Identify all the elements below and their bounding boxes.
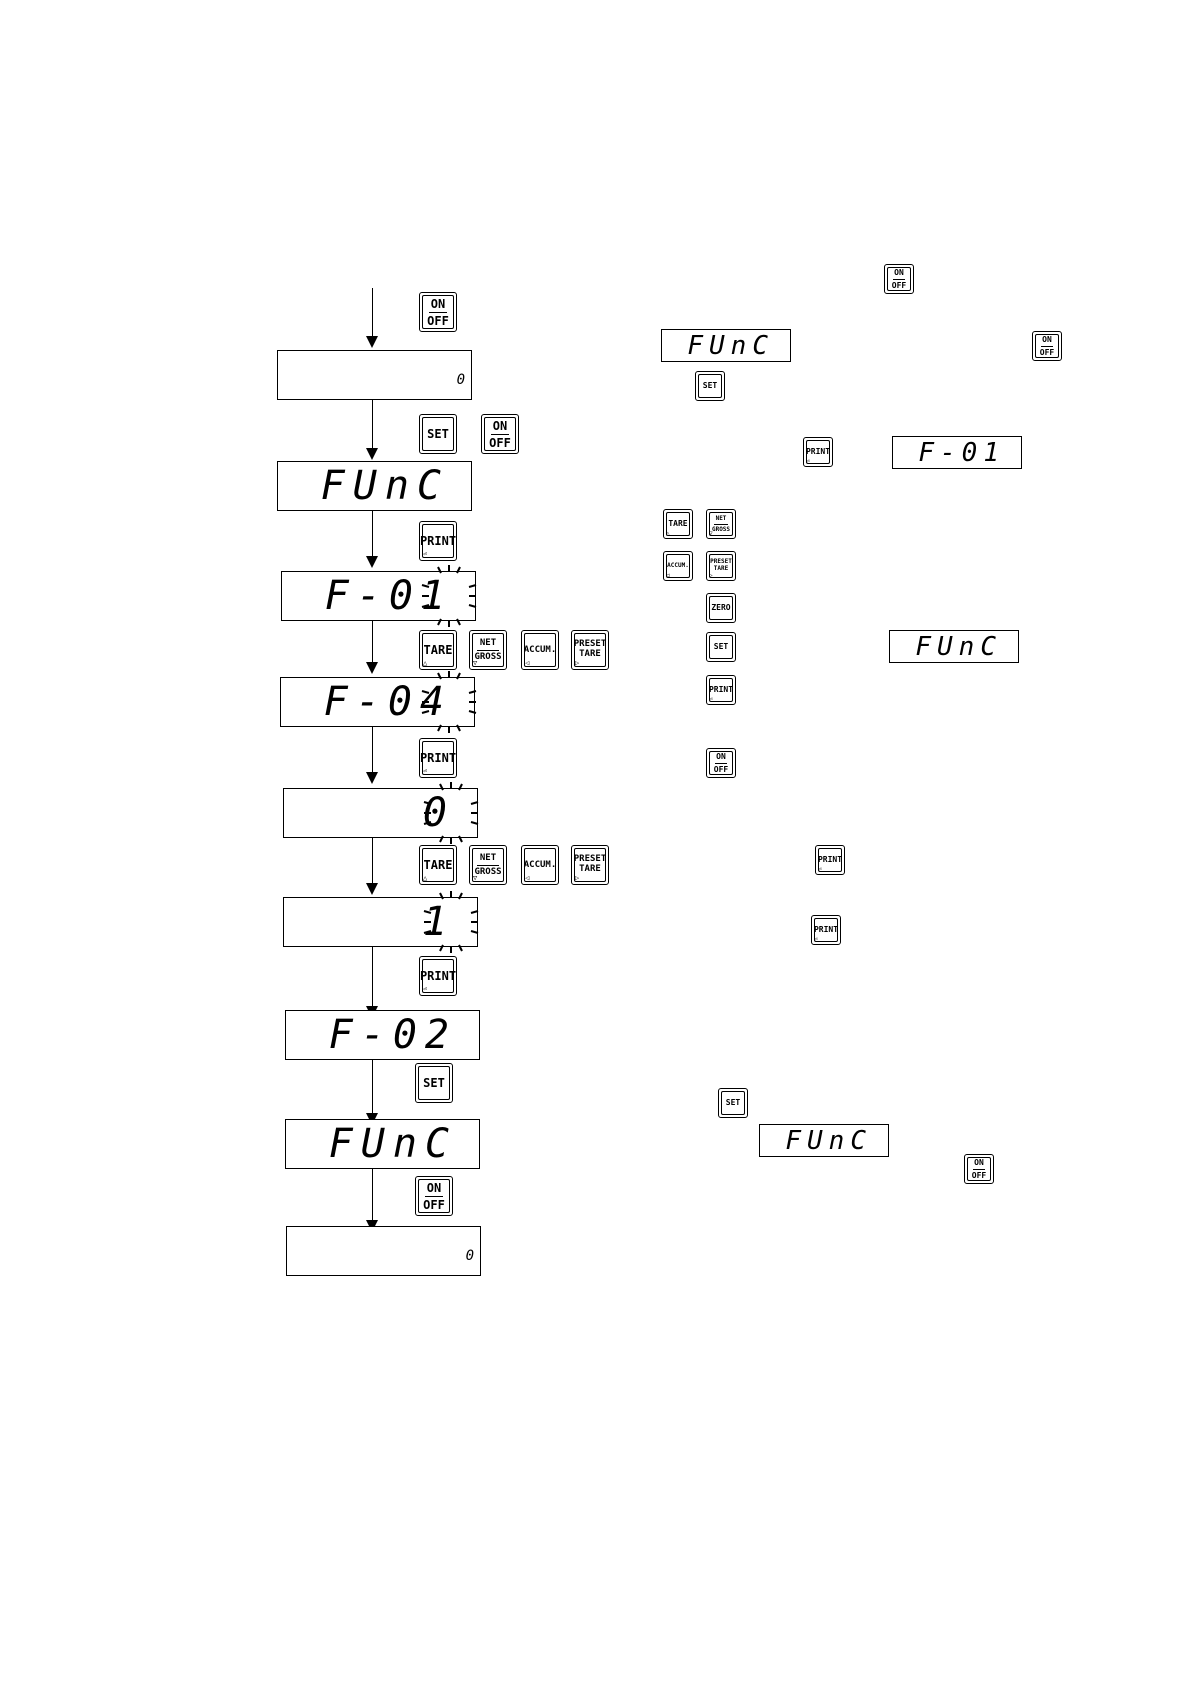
print-key[interactable]: PRINT⏎ [815,845,845,875]
flow-line [372,1169,373,1223]
print-key[interactable]: PRINT⏎ [803,437,833,467]
display-value-0: 0 [283,788,478,838]
flow-line [372,838,373,886]
lcd-func: FUnC [889,630,1019,663]
flow-arrow [366,662,378,674]
tare-key[interactable]: TARE△ [419,845,457,885]
display-value-1: 1 [283,897,478,947]
flow-arrow [366,556,378,568]
print-key[interactable]: PRINT⏎ [419,521,457,561]
flow-arrow [366,336,378,348]
display-zero: 0 [277,350,472,400]
print-key[interactable]: PRINT⏎ [419,956,457,996]
tare-key[interactable]: TARE△ [663,509,693,539]
tare-key[interactable]: TARE△ [419,630,457,670]
accum-key[interactable]: ACCUM.◁ [521,845,559,885]
flow-arrow [366,448,378,460]
print-key[interactable]: PRINT⏎ [419,738,457,778]
display-f02: F-02 [285,1010,480,1060]
lcd-func: FUnC [759,1124,889,1157]
print-key[interactable]: PRINT⏎ [706,675,736,705]
lcd-func: FUnC [661,329,791,362]
accum-key[interactable]: ACCUM.◁ [663,551,693,581]
print-key[interactable]: PRINT⏎ [811,915,841,945]
set-key[interactable]: SET [718,1088,748,1118]
zero-key[interactable]: ZERO [706,593,736,623]
flow-arrow [366,772,378,784]
set-key[interactable]: SET [419,414,457,454]
flow-arrow [366,883,378,895]
flow-line [372,947,373,1009]
lcd-f01: F-01 [892,436,1022,469]
display-zero: 0 [286,1226,481,1276]
flow-line [372,1060,373,1116]
flow-line [372,400,373,451]
flow-line [372,288,373,340]
flow-line [372,621,373,665]
set-key[interactable]: SET [706,632,736,662]
display-func: FUnC [277,461,472,511]
display-f01: F-01 [281,571,476,621]
flow-line [372,727,373,775]
set-key[interactable]: SET [695,371,725,401]
set-key[interactable]: SET [415,1063,453,1103]
flow-line [372,511,373,559]
display-f04: F-04 [280,677,475,727]
display-func: FUnC [285,1119,480,1169]
accum-key[interactable]: ACCUM.◁ [521,630,559,670]
